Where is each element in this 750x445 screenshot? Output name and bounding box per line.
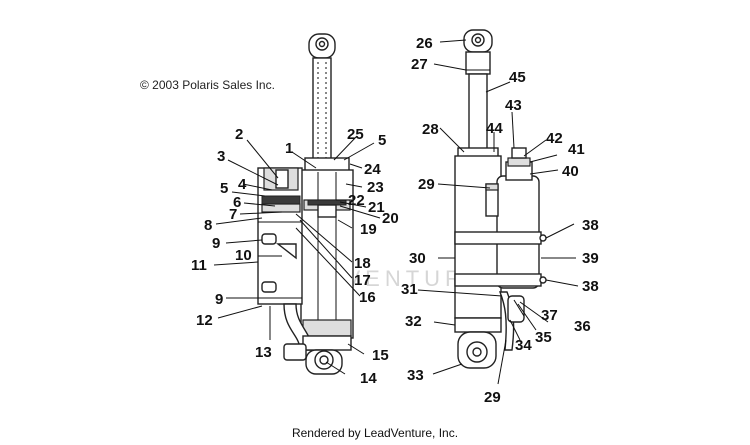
callout-41: 41	[568, 141, 585, 158]
footer-credit: Rendered by LeadVenture, Inc.	[291, 426, 459, 440]
callout-15: 15	[372, 347, 389, 364]
copyright-text: © 2003 Polaris Sales Inc.	[140, 78, 275, 92]
right-shock-assembled	[454, 29, 547, 369]
callout-18: 18	[354, 255, 371, 272]
right-shaft	[468, 73, 488, 155]
callout-20: 20	[382, 210, 399, 227]
callout-7: 7	[229, 206, 237, 223]
left-reservoir	[257, 167, 303, 305]
callout-28: 28	[422, 121, 439, 138]
callout-26: 26	[416, 35, 433, 52]
callout-4: 4	[238, 176, 247, 193]
callout-42: 42	[546, 130, 563, 147]
callout-30: 30	[409, 250, 426, 267]
callout-33: 33	[407, 367, 424, 384]
callout-5: 5	[220, 180, 228, 197]
callout-6: 6	[233, 194, 241, 211]
left-body-cylinder	[300, 169, 354, 339]
callout-36: 36	[574, 318, 591, 335]
callout-19: 19	[360, 221, 377, 238]
callout-10: 10	[235, 247, 252, 264]
callout-29: 29	[484, 389, 501, 406]
callout-16: 16	[359, 289, 376, 306]
callout-32: 32	[405, 313, 422, 330]
right-bottom-mount	[454, 295, 525, 369]
callout-14: 14	[360, 370, 377, 387]
callout-44: 44	[486, 120, 503, 137]
callout-31: 31	[401, 281, 418, 298]
callout-25: 25	[347, 126, 364, 143]
callout-1: 1	[285, 140, 293, 157]
callout-5: 5	[378, 132, 386, 149]
callout-27: 27	[411, 56, 428, 73]
callout-17: 17	[354, 272, 371, 289]
right-clamp-bands	[454, 231, 547, 287]
callout-43: 43	[505, 97, 522, 114]
callout-3: 3	[217, 148, 225, 165]
callout-8: 8	[204, 217, 212, 234]
callout-labels: 1 2 3 4 5 6 7 8 9 10 11 9 12 13 14 15 16…	[191, 35, 599, 406]
left-shaft	[312, 57, 332, 163]
callout-40: 40	[562, 163, 579, 180]
callout-13: 13	[255, 344, 272, 361]
leader-lines	[213, 39, 579, 385]
callout-9: 9	[215, 291, 223, 308]
callout-22: 22	[348, 192, 365, 209]
callout-45: 45	[509, 69, 526, 86]
callout-11: 11	[191, 257, 207, 274]
callout-23: 23	[367, 179, 384, 196]
callout-12: 12	[196, 312, 213, 329]
callout-29: 29	[418, 176, 435, 193]
callout-24: 24	[364, 161, 381, 178]
callout-39: 39	[582, 250, 599, 267]
callout-34: 34	[515, 337, 532, 354]
callout-21: 21	[368, 199, 385, 216]
left-top-eyelet	[308, 33, 336, 59]
callout-38: 38	[582, 278, 599, 295]
callout-37: 37	[541, 307, 558, 324]
right-bumper	[465, 51, 491, 75]
callout-35: 35	[535, 329, 552, 346]
right-top-eyelet	[463, 29, 493, 53]
callout-2: 2	[235, 126, 243, 143]
callout-38: 38	[582, 217, 599, 234]
left-shock-cutaway	[257, 33, 354, 375]
left-bottom-eyelet	[283, 335, 352, 375]
callout-9: 9	[212, 235, 220, 252]
